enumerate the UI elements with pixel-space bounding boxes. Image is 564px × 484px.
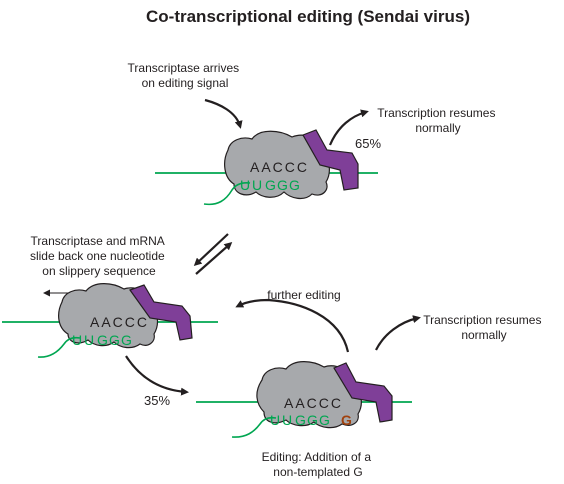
- pct-edited: 35%: [144, 393, 170, 408]
- label-slide: Transcriptase and mRNA slide back one nu…: [30, 234, 168, 278]
- mrna-base: G: [265, 177, 276, 193]
- mrna-base: G: [109, 332, 120, 348]
- mrna-base: G: [295, 412, 306, 428]
- diagram-title: Co-transcriptional editing (Sendai virus…: [146, 7, 470, 26]
- added-g-nucleotide: G: [341, 412, 352, 428]
- mrna-base: U: [72, 332, 82, 348]
- mrna-base: U: [282, 412, 292, 428]
- transcriptase-top: [224, 130, 330, 200]
- arrow-slide-back: [193, 233, 229, 267]
- transcriptase-bottom: [256, 361, 362, 429]
- complex-bottom: AACCC U U G G G G: [196, 361, 412, 438]
- transcriptase-middle: [58, 283, 159, 349]
- arrow-slide-forward: [195, 242, 233, 275]
- mrna-seq-top: U U G G G: [240, 177, 300, 193]
- arrow-resumes-bottom: [375, 315, 421, 351]
- mrna-seq-middle: U U G G G: [72, 332, 132, 348]
- template-seq-top: AACCC: [250, 159, 309, 175]
- mrna-base: G: [97, 332, 108, 348]
- label-resumes-bottom: Transcription resumes normally: [423, 313, 545, 342]
- template-seq-bottom: AACCC: [284, 395, 343, 411]
- protein-middle: [129, 284, 193, 341]
- complex-top: AACCC U U G G G: [155, 129, 378, 206]
- mrna-base: G: [121, 332, 132, 348]
- mrna-base: G: [289, 177, 300, 193]
- protein-bottom: [333, 362, 393, 423]
- label-resumes-top: Transcription resumes normally: [377, 106, 499, 135]
- mrna-base: G: [319, 412, 330, 428]
- arrow-resumes-top: [328, 109, 369, 146]
- mrna-base: G: [307, 412, 318, 428]
- mrna-base: U: [84, 332, 94, 348]
- mrna-strand-bottom: [231, 416, 277, 438]
- complex-middle: AACCC U U G G G: [2, 283, 218, 358]
- arrow-further-editing: [235, 298, 350, 353]
- mrna-base: G: [277, 177, 288, 193]
- label-further-editing: further editing: [267, 288, 340, 302]
- mrna-seq-bottom: U U G G G: [270, 412, 330, 428]
- label-arrives: Transcriptase arrives on editing signal: [128, 61, 243, 90]
- template-seq-middle: AACCC: [90, 314, 149, 330]
- mrna-base: U: [270, 412, 280, 428]
- pct-normal: 65%: [355, 136, 381, 151]
- mrna-strand-middle: [37, 336, 81, 358]
- label-editing: Editing: Addition of a non-templated G: [262, 450, 375, 479]
- mrna-base: U: [240, 177, 250, 193]
- arrow-to-editing: [125, 355, 189, 396]
- arrow-arrives: [204, 98, 243, 129]
- mrna-strand-top: [203, 181, 251, 206]
- mrna-base: U: [252, 177, 262, 193]
- protein-top: [302, 129, 359, 191]
